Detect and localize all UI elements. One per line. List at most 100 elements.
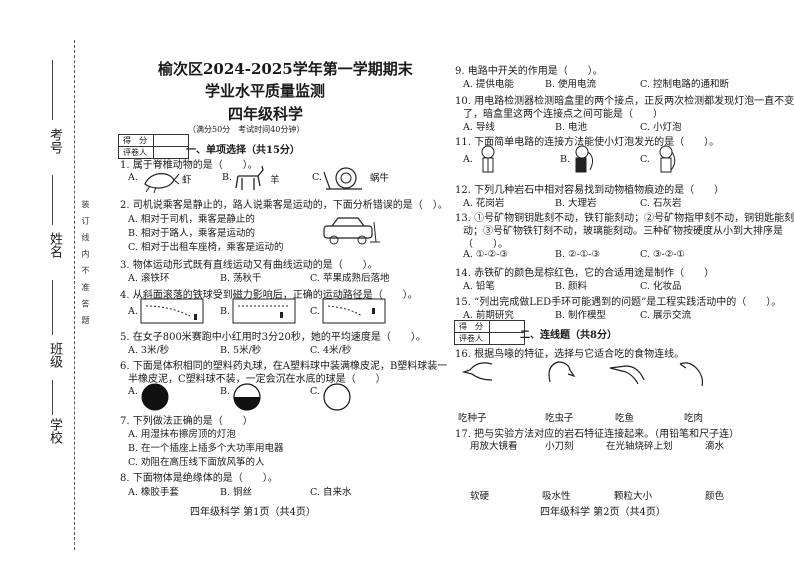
q1-option-b[interactable]: B.	[222, 172, 233, 183]
q8-option-a[interactable]: A. 橡胶手套	[128, 487, 179, 498]
q10-option-a[interactable]: A. 导线	[463, 122, 495, 133]
q7-option-c[interactable]: C. 劝阻在高压线下面放风筝的人	[128, 457, 265, 468]
q13-stem-3: （ ）。	[463, 239, 508, 250]
trait-grain-size[interactable]: 颗粒大小	[614, 491, 653, 502]
ball-half-image	[233, 383, 261, 411]
q14-stem: 14. 赤铁矿的颜色是棕红色，它的合适用途是制作（ ）	[455, 268, 715, 279]
q13-stem-2: 动；③号矿物铁钉刻不动，玻璃能刻动。三种矿物按硬度从小到大排序是	[463, 226, 783, 237]
q4-option-c[interactable]: C.	[310, 306, 320, 317]
q11-option-b[interactable]: B.	[560, 154, 571, 165]
q9-option-c[interactable]: C. 控制电路的通和断	[640, 79, 729, 90]
trait-color[interactable]: 颜色	[705, 491, 725, 502]
score-label-2: 得 分	[454, 320, 490, 333]
ball-empty-image	[323, 383, 351, 411]
q3-option-c[interactable]: C. 苹果成熟后落地	[310, 273, 390, 284]
food-fish[interactable]: 吃鱼	[615, 413, 635, 424]
q4-path-a	[140, 298, 204, 324]
bird-beak-2-image	[548, 361, 576, 383]
q13-option-c[interactable]: C. ③-②-①	[640, 249, 685, 260]
circuit-b-image	[575, 145, 594, 173]
method-magnifier[interactable]: 用放大镜看	[470, 441, 518, 452]
q9-option-a[interactable]: A. 提供电能	[463, 79, 514, 90]
q13-option-a[interactable]: A. ①-②-③	[463, 249, 508, 260]
school-line	[52, 380, 53, 415]
q6-option-b[interactable]: B.	[220, 386, 231, 397]
q2-option-c[interactable]: C. 相对于出租车座椅，乘客是运动的	[128, 242, 284, 253]
q8-option-c[interactable]: C. 自来水	[310, 487, 352, 498]
q2-option-b[interactable]: B. 相对于路人，乘客是运动的	[128, 228, 256, 239]
q12-option-b[interactable]: B. 大理岩	[555, 198, 597, 209]
q3-option-b[interactable]: B. 荡秋千	[220, 273, 262, 284]
food-seeds[interactable]: 吃种子	[458, 413, 487, 424]
footer-right: 四年级科学 第2页（共4页）	[540, 507, 666, 518]
q10-stem: 10. 用电路检测器检测暗盒里的两个接点，正反两次检测都发现灯泡一直不变暗	[455, 96, 794, 107]
food-meat[interactable]: 吃肉	[684, 413, 704, 424]
score-label: 得 分	[118, 134, 154, 147]
q14-option-b[interactable]: B. 颜料	[555, 281, 588, 292]
q15-stem: 15. “列出完成做LED手环可能遇到的问题”是工程实践活动中的（ ）。	[455, 297, 782, 308]
q6-option-a[interactable]: A.	[128, 386, 138, 397]
q7-option-a[interactable]: A. 用湿抹布擦房顶的灯泡	[128, 429, 236, 440]
q11-option-c[interactable]: C.	[640, 154, 650, 165]
q11-option-a[interactable]: A.	[463, 154, 473, 165]
name-line	[52, 175, 53, 225]
q7-stem: 7. 下列做法正确的是（ ）	[120, 416, 253, 427]
q17-stem: 17. 把与实验方法对应的岩石特征连接起来。（用铅笔和尺子连）	[455, 429, 740, 440]
q6-stem: 6. 下面是体积相同的塑料药丸球，在A塑料球中装满橡皮泥，B塑料球装一	[120, 361, 448, 372]
q6-option-c[interactable]: C.	[310, 386, 320, 397]
exam-subject: 四年级科学	[228, 105, 304, 123]
q12-option-c[interactable]: C. 石灰岩	[640, 198, 682, 209]
exam-number-line	[52, 60, 53, 120]
q5-option-a[interactable]: A. 3米/秒	[128, 345, 170, 356]
q11-stem: 11. 下面简单电路的连接方法能使小灯泡发光的是（ ）。	[455, 137, 720, 148]
q16-stem: 16. 根据鸟喙的特征，选择与它适合吃的食物连线。	[455, 349, 685, 360]
q1-option-c[interactable]: C.	[312, 172, 322, 183]
score-cell[interactable]	[153, 134, 189, 147]
q4-option-a[interactable]: A.	[128, 306, 138, 317]
q9-stem: 9. 电路中开关的作用是（ ）。	[455, 66, 603, 77]
q8-stem: 8. 下面物体是绝缘体的是（ ）。	[120, 473, 278, 484]
binding-dashed-line	[74, 40, 75, 550]
q6-stem-2: 半橡皮泥，C塑料球不装，一定会沉在水底的球是（ ）	[128, 374, 386, 385]
grader-cell[interactable]	[153, 146, 189, 159]
q10-stem-2: 了，暗盒里这两个连接点之间可能是（ ）	[463, 109, 663, 120]
method-knife[interactable]: 小刀刻	[545, 441, 574, 452]
q5-stem: 5. 在女子800米赛跑中小红用时3分20秒，她的平均速度是（ ）。	[120, 332, 426, 343]
q15-option-b[interactable]: B. 制作模型	[555, 310, 607, 321]
q1-option-a[interactable]: A.	[128, 172, 138, 183]
method-streak[interactable]: 在光轴烧碎上划	[606, 441, 673, 452]
grader-cell-2[interactable]	[489, 332, 525, 345]
q7-option-b[interactable]: B. 在一个插座上插多个大功率用电器	[128, 443, 284, 454]
exam-subtitle: 学业水平质量监测	[205, 82, 326, 100]
q2-option-a[interactable]: A. 相对于司机，乘客是静止的	[128, 214, 255, 225]
score-box-2: 得 分 评卷人	[454, 320, 525, 345]
q12-option-a[interactable]: A. 花岗岩	[463, 198, 505, 209]
q3-option-a[interactable]: A. 滚铁环	[128, 273, 170, 284]
q3-stem: 3. 物体运动形式既有直线运动又有曲线运动的是（ ）。	[120, 260, 378, 271]
trait-hardness[interactable]: 软硬	[470, 491, 490, 502]
q1-option-b-label: 羊	[270, 175, 280, 186]
section1-title: 一、单项选择（共15分）	[186, 145, 300, 156]
q12-stem: 12. 下列几种岩石中相对容易找到动物植物痕迹的是（ ）	[455, 185, 725, 196]
q8-option-b[interactable]: B. 铜丝	[220, 487, 253, 498]
q15-option-c[interactable]: C. 展示交流	[640, 310, 691, 321]
class-line	[52, 280, 53, 335]
method-drip-water[interactable]: 滴水	[705, 441, 725, 452]
snail-image	[323, 167, 362, 190]
q10-option-b[interactable]: B. 电池	[555, 122, 588, 133]
q13-option-b[interactable]: B. ②-①-③	[555, 249, 600, 260]
q10-option-c[interactable]: C. 小灯泡	[640, 122, 682, 133]
q14-option-a[interactable]: A. 铅笔	[463, 281, 495, 292]
q15-option-a[interactable]: A. 前期研究	[463, 310, 514, 321]
trait-absorbency[interactable]: 吸水性	[542, 491, 571, 502]
q5-option-b[interactable]: B. 5米/秒	[220, 345, 262, 356]
shrimp-image	[144, 173, 180, 194]
q4-path-b	[232, 298, 296, 324]
q5-option-c[interactable]: C. 4米/秒	[310, 345, 352, 356]
footer-left: 四年级科学 第1页（共4页）	[190, 507, 316, 518]
q14-option-c[interactable]: C. 化妆品	[640, 281, 682, 292]
q4-option-b[interactable]: B.	[220, 306, 231, 317]
q9-option-b[interactable]: B. 使用电流	[545, 79, 597, 90]
food-insects[interactable]: 吃虫子	[545, 413, 574, 424]
score-box-1: 得 分 评卷人	[118, 134, 189, 159]
